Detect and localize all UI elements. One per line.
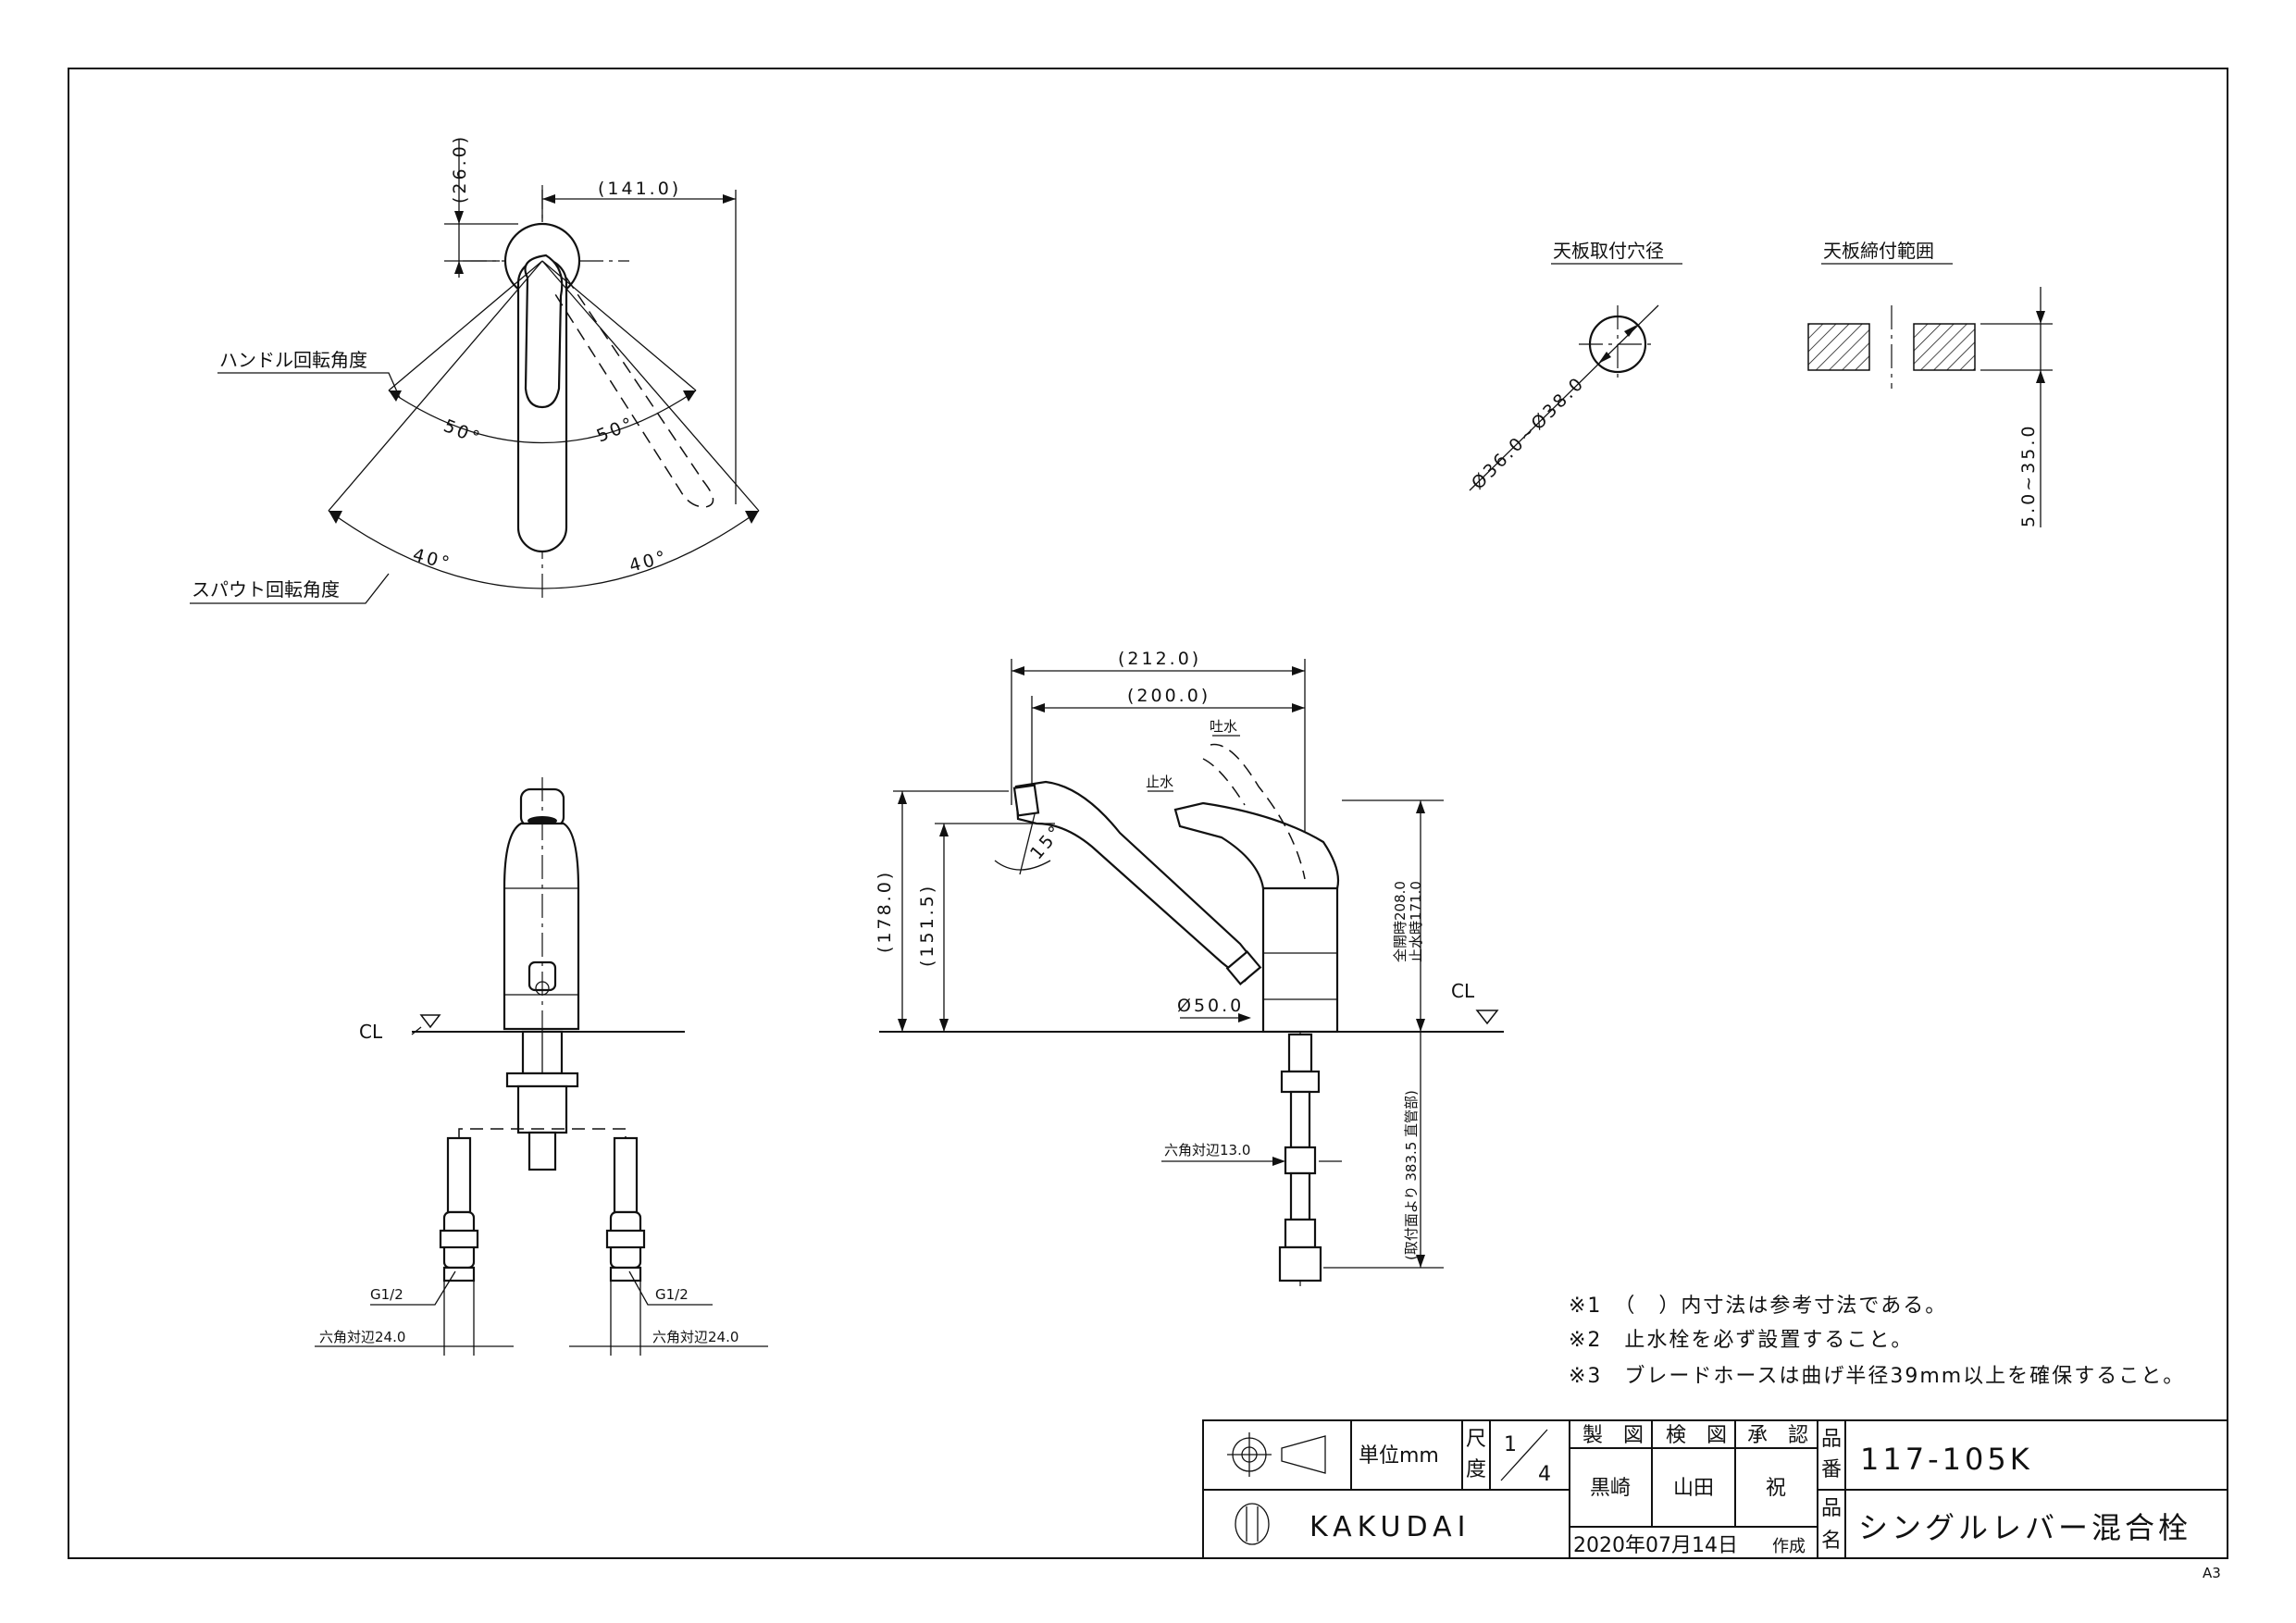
front-hex-right: 六角対辺24.0 bbox=[652, 1329, 738, 1345]
handle-rotation-label: ハンドル回転角度 bbox=[219, 349, 367, 371]
dim-212: (212.0) bbox=[1118, 649, 1201, 669]
scale-label-1: 尺 bbox=[1466, 1428, 1486, 1451]
dim-200: (200.0) bbox=[1127, 686, 1210, 706]
top-view bbox=[190, 139, 760, 604]
front-hex-left: 六角対辺24.0 bbox=[319, 1329, 405, 1345]
clamp-title: 天板締付範囲 bbox=[1823, 240, 1934, 262]
part-number: 117-105K bbox=[1860, 1442, 2033, 1477]
title-block bbox=[1202, 1419, 2228, 1559]
note-3: ※3 ブレードホースは曲げ半径39mm以上を確保すること。 bbox=[1569, 1365, 2185, 1388]
front-g-left: G1/2 bbox=[370, 1286, 403, 1303]
sheet-size: A3 bbox=[2203, 1565, 2221, 1581]
dim-closed: 止水時171.0 bbox=[1408, 881, 1424, 962]
hex13-label: 六角対辺13.0 bbox=[1164, 1142, 1250, 1158]
check-label: 検 図 bbox=[1666, 1424, 1727, 1447]
note-1: ※1 （ ）内寸法は参考寸法である。 bbox=[1569, 1295, 1947, 1318]
brand-logo-text: KAKUDAI bbox=[1309, 1511, 1471, 1543]
dim-top-width: (141.0) bbox=[598, 179, 681, 199]
created-label: 作成 bbox=[1772, 1537, 1806, 1556]
hole-detail bbox=[1469, 263, 1682, 491]
angle-handle-left: 50° bbox=[441, 415, 485, 449]
made-label: 製 図 bbox=[1582, 1424, 1644, 1447]
front-g-right: G1/2 bbox=[655, 1286, 689, 1303]
side-view bbox=[879, 659, 1504, 1286]
approve-label: 承 認 bbox=[1747, 1424, 1808, 1447]
hole-diameter: Ø36.0~Ø38.0 bbox=[1468, 372, 1589, 493]
part-name: シングルレバー混合栓 bbox=[1858, 1510, 2191, 1545]
label-stop: 止水 bbox=[1146, 774, 1173, 790]
front-cl-label: CL bbox=[359, 1021, 383, 1043]
made-name: 黒崎 bbox=[1590, 1477, 1631, 1500]
note-2: ※2 止水栓を必ず設置すること。 bbox=[1569, 1329, 1913, 1352]
angle-handle-right: 50° bbox=[594, 413, 639, 446]
front-view bbox=[315, 777, 768, 1356]
clamp-range: 5.0~35.0 bbox=[2018, 424, 2039, 527]
part-no-label-1: 品 bbox=[1821, 1428, 1842, 1451]
scale-denominator: 4 bbox=[1538, 1463, 1551, 1486]
scale-numerator: 1 bbox=[1504, 1433, 1517, 1456]
approve-name: 祝 bbox=[1766, 1477, 1786, 1500]
dim-base: Ø50.0 bbox=[1177, 996, 1244, 1016]
hole-title: 天板取付穴径 bbox=[1553, 240, 1664, 262]
scale-label-2: 度 bbox=[1466, 1458, 1486, 1481]
unit-label: 単位mm bbox=[1359, 1444, 1439, 1468]
spout-rotation-label: スパウト回転角度 bbox=[192, 578, 340, 601]
dim-383: (取付面より 383.5 直管部) bbox=[1403, 1090, 1420, 1260]
part-name-label-2: 名 bbox=[1821, 1530, 1842, 1553]
drawing-date: 2020年07月14日 bbox=[1573, 1534, 1738, 1557]
dim-178: (178.0) bbox=[875, 870, 895, 953]
dim-handle-offset: (26.0) bbox=[450, 134, 470, 204]
dim-open: 全開時208.0 bbox=[1392, 881, 1409, 962]
side-cl-label: CL bbox=[1451, 980, 1475, 1002]
label-discharge: 吐水 bbox=[1210, 718, 1237, 735]
part-name-label-1: 品 bbox=[1821, 1497, 1842, 1520]
part-no-label-2: 番 bbox=[1821, 1458, 1842, 1481]
angle-spout-left: 40° bbox=[411, 545, 454, 575]
clamp-detail bbox=[1807, 263, 2053, 527]
dim-151: (151.5) bbox=[917, 884, 937, 967]
angle-spout-right: 40° bbox=[627, 547, 671, 576]
check-name: 山田 bbox=[1673, 1477, 1714, 1500]
sheet-border bbox=[68, 68, 2228, 1559]
